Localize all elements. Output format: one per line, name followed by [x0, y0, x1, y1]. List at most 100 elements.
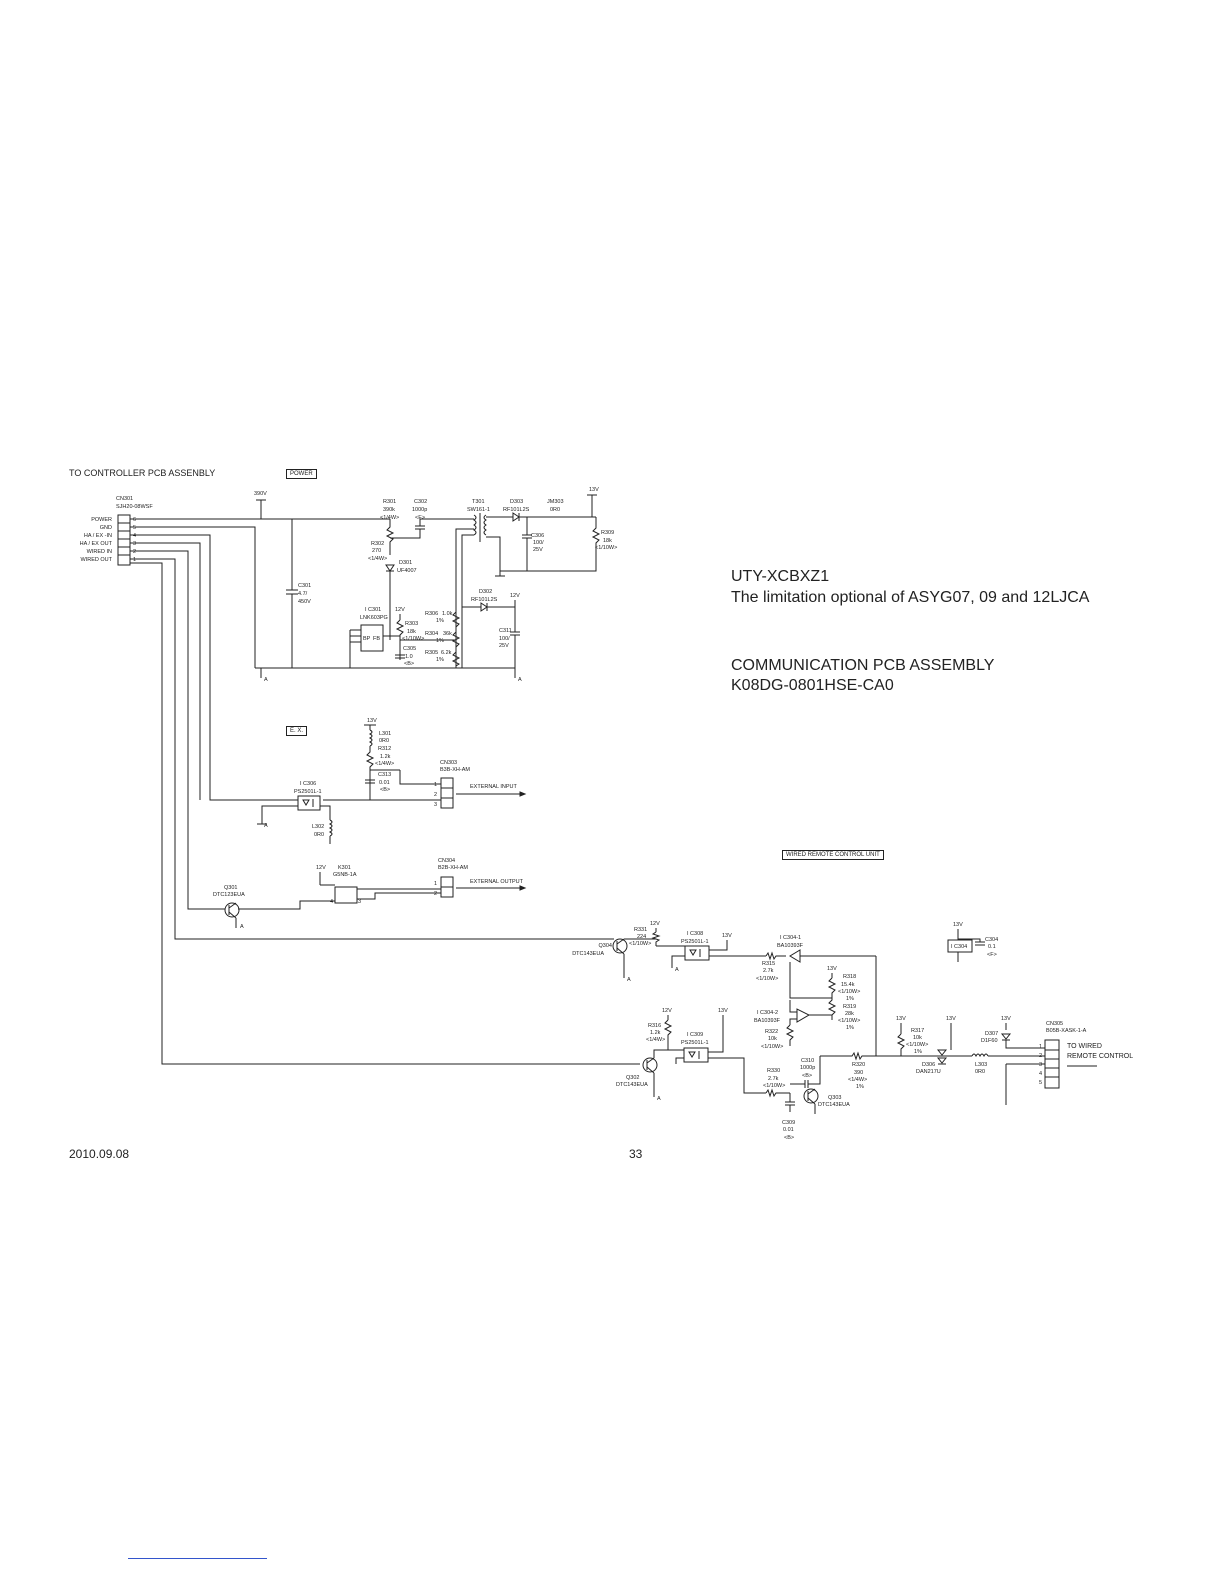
c313-value: 0.01 [379, 780, 390, 786]
ex-section-box: E. X. [286, 726, 308, 736]
r319-ref: R319 [843, 1004, 856, 1010]
rail-12v-r331-label: 12V [650, 921, 660, 927]
r316-value: 1.2k [650, 1030, 661, 1036]
q303-ref: Q303 [828, 1095, 841, 1101]
cn301-pin-num-5: 5 [133, 525, 136, 531]
c305-rating: <B> [404, 661, 414, 667]
rail-12v-k301-label: 12V [316, 865, 326, 871]
r312-value: 1.2k [380, 754, 391, 760]
jm303-value: 0R0 [550, 507, 560, 513]
cn305-part: B05B-XASK-1-A [1046, 1028, 1087, 1034]
k301-body [334, 886, 358, 904]
c311-value: 100/ [499, 636, 510, 642]
r304-tolerance: 1% [436, 638, 444, 644]
ic309-ref: I C309 [687, 1032, 703, 1038]
q302-part: DTC143EUA [616, 1082, 648, 1088]
cn305-remote-control-label: REMOTE CONTROL [1067, 1053, 1133, 1060]
r318-tolerance: 1% [846, 996, 854, 1002]
svg-text:A: A [657, 1096, 661, 1102]
cn305-body [1044, 1039, 1060, 1089]
c304-rating: <F> [987, 952, 997, 958]
cn301-pin-num-2: 2 [133, 549, 136, 555]
c309-ref: C309 [782, 1120, 795, 1126]
limitation-note: The limitation optional of ASYG07, 09 an… [731, 589, 1090, 606]
ic304-1-ref: I C304-1 [780, 935, 801, 941]
r320-power: <1/4W> [848, 1077, 867, 1083]
r318-power: <1/10W> [838, 989, 860, 995]
c302-value: 1000p [412, 507, 427, 513]
d306-part: DAN217U [916, 1069, 941, 1075]
r315-ref: R315 [762, 961, 775, 967]
rail-12v-power-label: 12V [510, 593, 520, 599]
cn301-pin-num-1: 1 [133, 557, 136, 563]
power-section-box: POWER [286, 469, 317, 479]
r330-ref: R330 [767, 1068, 780, 1074]
d307-part: D1F60 [981, 1038, 998, 1044]
cn303-external-input-label: EXTERNAL INPUT [470, 784, 518, 790]
r309-ref: R309 [601, 530, 614, 536]
rail-13v-r317-label: 13V [896, 1016, 906, 1022]
ic308-body [684, 945, 710, 961]
d301-part: UF4007 [397, 568, 417, 574]
r319-tolerance: 1% [846, 1025, 854, 1031]
rail-13v-r318-label: 13V [827, 966, 837, 972]
r303-value: 18k [407, 629, 416, 635]
ic306-body [297, 795, 321, 811]
c309-rating: <B> [784, 1135, 794, 1141]
cn303-pin-1: 1 [434, 782, 437, 788]
cn305-pin-5: 5 [1039, 1080, 1042, 1086]
cn303-body [440, 777, 454, 809]
cn301-pin-num-6: 6 [133, 517, 136, 523]
l302-ref: L302 [312, 824, 324, 830]
jm303-ref: JM303 [547, 499, 564, 505]
r330-power: <1/10W> [763, 1083, 785, 1089]
r309-value: 18k [603, 538, 612, 544]
cn304-external-output-label: EXTERNAL OUTPUT [470, 879, 524, 885]
cn305-to-wired-label: TO WIRED [1067, 1043, 1102, 1050]
svg-text:A: A [518, 677, 522, 683]
t301-ref: T301 [472, 499, 485, 505]
c309-value: 0.01 [783, 1127, 794, 1133]
c310-rating: <B> [802, 1073, 812, 1079]
ic304-2-part: BA10393F [754, 1018, 781, 1024]
power-section: 390V C301 4.7/ 450V A A R301 390k <1/4W>… [254, 487, 617, 683]
r320-value: 390 [854, 1070, 863, 1076]
cn301-pin-wired-in: WIRED IN [87, 549, 112, 555]
cn305-pin-4: 4 [1039, 1071, 1042, 1077]
r306-tolerance: 1% [436, 618, 444, 624]
cn301-part: SJH20-08WSF [116, 504, 153, 510]
ic304-1-part: BA10393F [777, 943, 804, 949]
ic309-body [683, 1047, 709, 1063]
l303-value: 0R0 [975, 1069, 985, 1075]
r320-tolerance: 1% [856, 1084, 864, 1090]
r331-power: <1/10W> [629, 941, 651, 947]
svg-text:3: 3 [358, 899, 361, 905]
ic301-part: LNK603PG [360, 615, 388, 621]
cn303-pin-2: 2 [434, 792, 437, 798]
ic306-part: PS2501L-1 [294, 789, 322, 795]
c304-value: 0.1 [988, 944, 996, 950]
r318-ref: R318 [843, 974, 856, 980]
footer-link-rule [128, 1558, 267, 1559]
assembly-title: COMMUNICATION PCB ASSEMBLY [731, 657, 995, 674]
svg-text:A: A [264, 677, 268, 683]
c301-value: 4.7/ [298, 591, 308, 597]
d307-ref: D307 [985, 1031, 998, 1037]
r331-ref: R331 [634, 927, 647, 933]
r309-power: <1/10W> [595, 545, 617, 551]
r312-power: <1/4W> [375, 761, 394, 767]
c311-ref: C311 [499, 628, 512, 634]
c313-ref: C313 [378, 772, 391, 778]
cn304-part: B2B-XH-AM [438, 865, 468, 871]
cn301-pin-ex-in: HA / EX -IN [84, 533, 112, 539]
c310-value: 1000p [800, 1065, 815, 1071]
r312-ref: R312 [378, 746, 391, 752]
svg-text:A: A [627, 977, 631, 983]
cn303-ref: CN303 [440, 760, 457, 766]
c313-rating: <B> [380, 787, 390, 793]
cn305-pin-3: 3 [1039, 1062, 1042, 1068]
rail-13v-ic304-label: 13V [953, 922, 963, 928]
r304-value: 36k [443, 631, 452, 637]
rail-13v-ex-label: 13V [367, 718, 377, 724]
